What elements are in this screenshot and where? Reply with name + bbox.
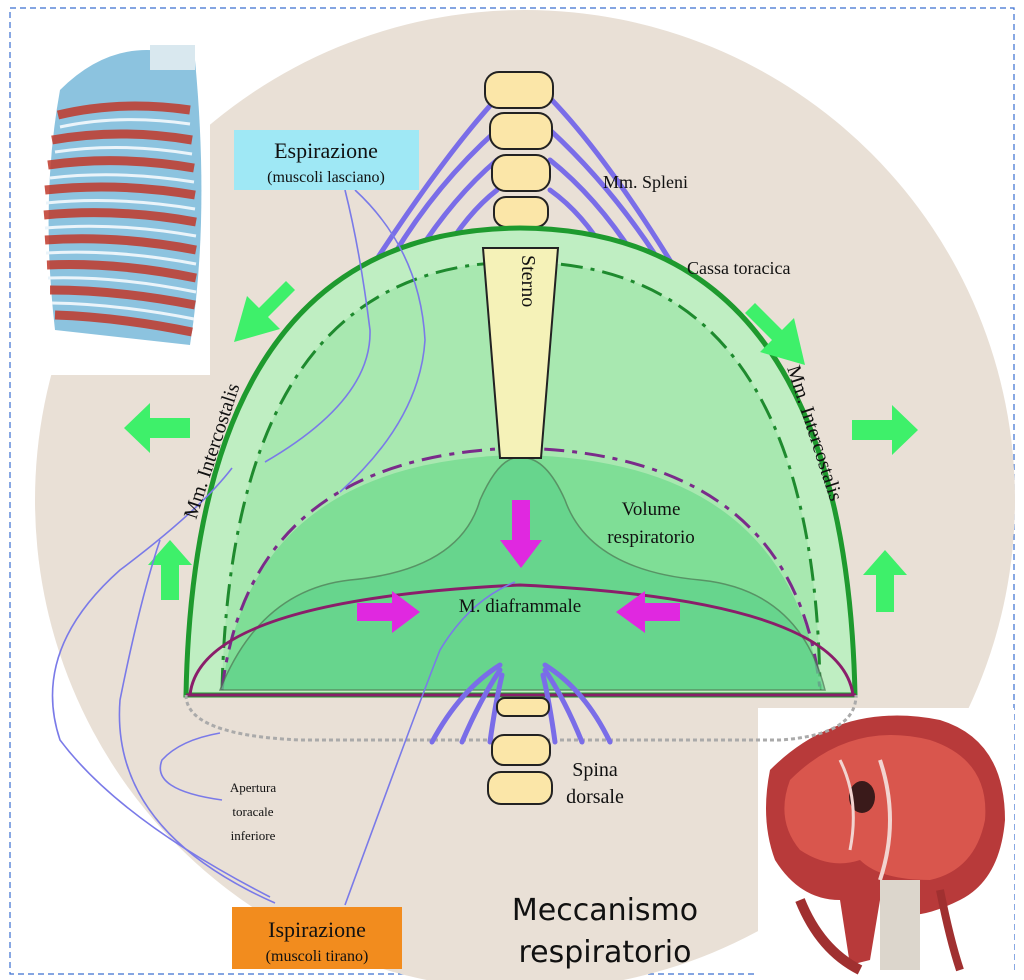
espirazione-subtitle: (muscoli lasciano) [267,169,385,186]
label-apertura-line3: inferiore [231,828,276,843]
title-line2: respiratorio [519,935,692,970]
ribcage-photo [28,40,210,375]
diaphragm-photo [758,708,1014,976]
label-volume-line1: Volume [622,499,681,520]
espirazione-title: Espirazione [274,138,378,163]
ispirazione-subtitle: (muscoli tirano) [266,948,369,965]
label-apertura-line2: toracale [232,804,273,819]
label-spina-line2: dorsale [566,786,624,808]
title-line1: Meccanismo [512,893,698,928]
label-spina-line1: Spina [572,759,618,781]
label-cassa-toracica: Cassa toracica [687,258,790,278]
espirazione-box: Espirazione (muscoli lasciano) [234,130,419,190]
ispirazione-box: Ispirazione (muscoli tirano) [232,907,402,969]
ispirazione-title: Ispirazione [268,917,366,942]
label-diaframma: M. diaframmale [459,596,581,617]
label-spleni: Mm. Spleni [603,172,688,192]
label-sterno: Sterno [517,255,539,307]
label-volume-line2: respiratorio [607,527,695,548]
label-apertura-line1: Apertura [230,780,276,795]
